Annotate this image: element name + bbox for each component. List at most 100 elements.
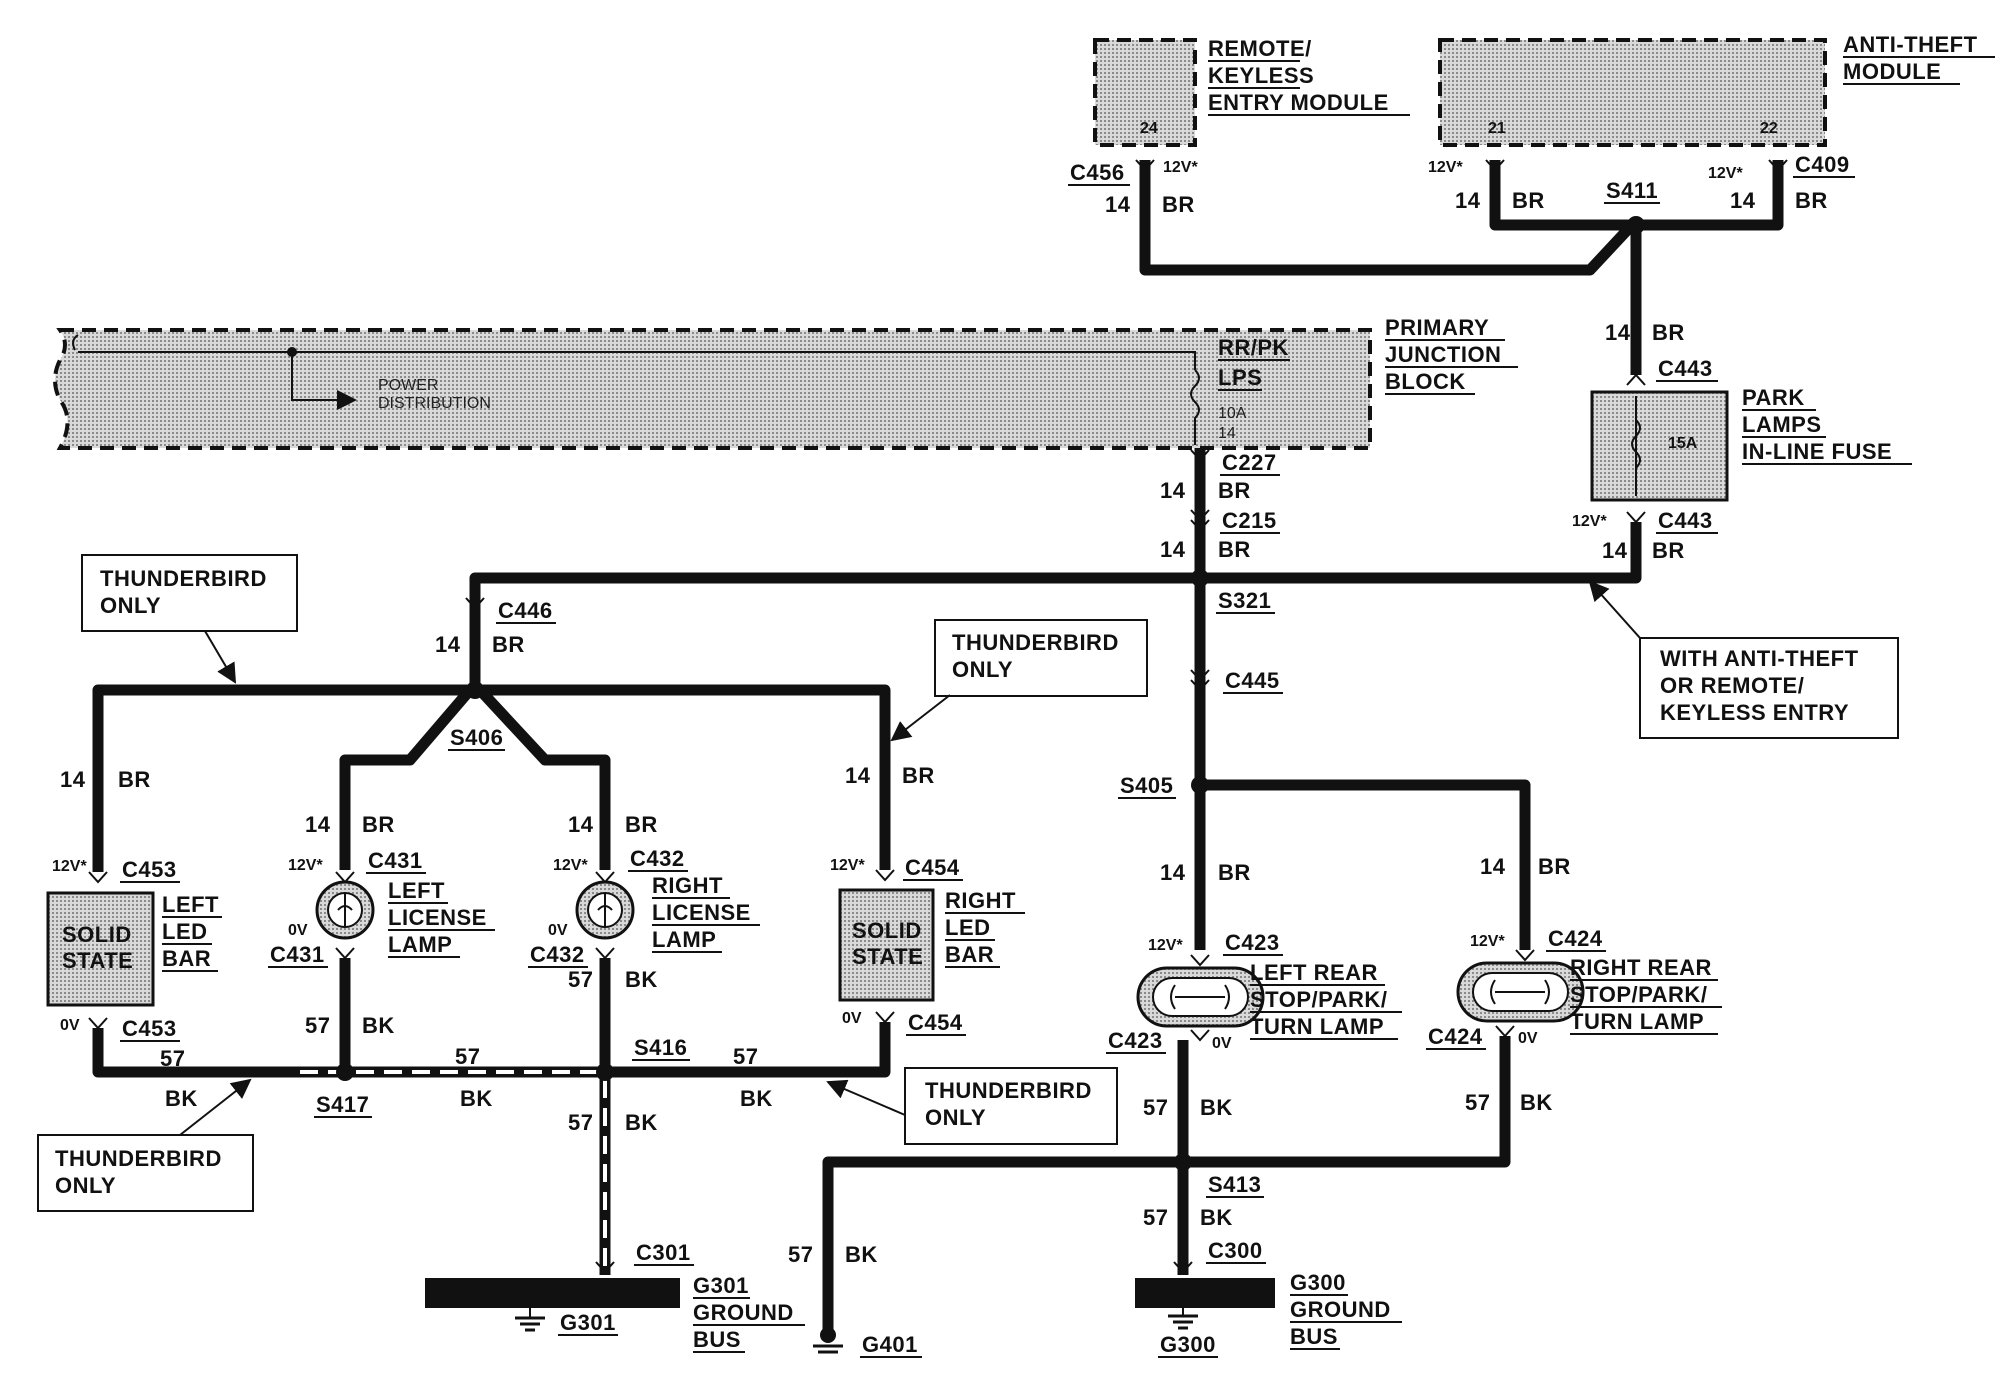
label-connectors-c456: C456 bbox=[1070, 160, 1125, 185]
label-modules-pjb-fuse_rating: 10A bbox=[1218, 405, 1247, 422]
note-thunderbird-1: THUNDERBIRD ONLY bbox=[81, 554, 298, 684]
wire-right-rear-ground bbox=[1183, 1036, 1511, 1168]
label-notes-tb2-0: THUNDERBIRD bbox=[952, 630, 1119, 655]
label-wires-br: BR bbox=[625, 812, 658, 837]
wire-left-led-ground bbox=[92, 1028, 300, 1078]
label-notes-tb1-1: ONLY bbox=[100, 593, 161, 618]
label-wires-br: BR bbox=[1795, 188, 1828, 213]
label-modules-pjb-lines-1: JUNCTION bbox=[1385, 342, 1501, 367]
label-wires-gauge14: 14 bbox=[1605, 320, 1631, 345]
label-wires-gauge14: 14 bbox=[1730, 188, 1756, 213]
label-grounds-g300-lines-0: G300 bbox=[1290, 1270, 1346, 1295]
label-wires-gauge14: 14 bbox=[60, 767, 86, 792]
label-connectors-c300: C300 bbox=[1208, 1238, 1263, 1263]
label-components-left_led-lines-1: LED bbox=[162, 919, 208, 944]
label-components-left_led-body-0: SOLID bbox=[62, 922, 132, 947]
label-wires-bk: BK bbox=[1200, 1095, 1233, 1120]
note-thunderbird-4: THUNDERBIRD ONLY bbox=[826, 1067, 1118, 1145]
remote-keyless-entry-module: 24 REMOTE/ KEYLESS ENTRY MODULE bbox=[1093, 36, 1410, 147]
label-components-right_license-lines-0: RIGHT bbox=[652, 873, 723, 898]
label-wires-br: BR bbox=[1512, 188, 1545, 213]
label-components-right_rear-lines-0: RIGHT REAR bbox=[1570, 955, 1712, 980]
splice-s417 bbox=[336, 1063, 354, 1081]
label-modules-pjb-fuse_pin: 14 bbox=[1218, 425, 1236, 442]
left-rear-stop-park-turn-lamp: LEFT REAR STOP/PARK/ TURN LAMP bbox=[1136, 960, 1402, 1040]
label-components-right_led-body-1: STATE bbox=[852, 944, 923, 969]
label-components-left_led-lines-0: LEFT bbox=[162, 892, 219, 917]
note-anti-theft: WITH ANTI-THEFT OR REMOTE/ KEYLESS ENTRY bbox=[1588, 580, 1899, 739]
label-connectors-c409: C409 bbox=[1795, 152, 1850, 177]
label-notes-antitheft-1: OR REMOTE/ bbox=[1660, 673, 1804, 698]
label-wires-br: BR bbox=[1538, 854, 1571, 879]
wire-tb-ground-bus bbox=[300, 1022, 891, 1078]
label-wires-gauge57: 57 bbox=[1465, 1090, 1490, 1115]
label-notes-tb4-0: THUNDERBIRD bbox=[925, 1078, 1092, 1103]
label-connectors-c443a: C443 bbox=[1658, 356, 1713, 381]
label-notes-antitheft-0: WITH ANTI-THEFT bbox=[1660, 646, 1859, 671]
label-connectors-s321: S321 bbox=[1218, 588, 1271, 613]
wire-left-license-feed bbox=[339, 686, 475, 870]
wire-s413-to-g401 bbox=[822, 1156, 1183, 1332]
label-connectors-c431b: C431 bbox=[270, 942, 325, 967]
label-wires-br: BR bbox=[1218, 478, 1251, 503]
label-connectors-s416: S416 bbox=[634, 1035, 687, 1060]
label-connectors-c431a: C431 bbox=[368, 848, 423, 873]
label-connectors-s406: S406 bbox=[450, 725, 503, 750]
label-wires-br: BR bbox=[118, 767, 151, 792]
label-wires-v12: 12V* bbox=[1428, 159, 1463, 176]
label-wires-v0: 0V bbox=[1212, 1035, 1232, 1052]
label-wires-gauge14: 14 bbox=[568, 812, 594, 837]
label-wires-v12: 12V* bbox=[1572, 513, 1607, 530]
label-wires-gauge14: 14 bbox=[1602, 538, 1628, 563]
label-wires-v12: 12V* bbox=[553, 857, 588, 874]
anti-theft-module: 21 22 ANTI-THEFT MODULE bbox=[1438, 32, 1995, 147]
label-grounds-g301-lines-1: GROUND bbox=[693, 1300, 794, 1325]
label-wires-gauge14: 14 bbox=[305, 812, 331, 837]
label-wires-gauge14: 14 bbox=[1160, 478, 1186, 503]
label-modules-inline_fuse-lines-1: LAMPS bbox=[1742, 412, 1822, 437]
label-connectors-c227: C227 bbox=[1222, 450, 1277, 475]
label-wires-gauge57: 57 bbox=[455, 1044, 480, 1069]
label-wires-bk: BK bbox=[845, 1242, 878, 1267]
label-components-left_rear-lines-2: TURN LAMP bbox=[1250, 1014, 1384, 1039]
label-wires-v0: 0V bbox=[60, 1017, 80, 1034]
left-license-lamp: LEFT LICENSE LAMP bbox=[315, 878, 495, 958]
right-led-bar: SOLID STATE RIGHT LED BAR bbox=[838, 888, 1025, 1002]
label-wires-v12: 12V* bbox=[830, 857, 865, 874]
label-wires-gauge14: 14 bbox=[1105, 192, 1131, 217]
label-components-right_led-lines-2: BAR bbox=[945, 942, 994, 967]
label-components-left_license-lines-0: LEFT bbox=[388, 878, 445, 903]
label-modules-rke-lines-2: ENTRY MODULE bbox=[1208, 90, 1389, 115]
label-wires-gauge14: 14 bbox=[1160, 537, 1186, 562]
label-wires-gauge57: 57 bbox=[733, 1044, 758, 1069]
label-wires-v0: 0V bbox=[842, 1010, 862, 1027]
label-connectors-s405: S405 bbox=[1120, 773, 1173, 798]
label-wires-gauge57: 57 bbox=[1143, 1095, 1168, 1120]
label-components-right_led-body-0: SOLID bbox=[852, 918, 922, 943]
label-connectors-c453b: C453 bbox=[122, 1016, 177, 1041]
label-wires-bk: BK bbox=[1200, 1205, 1233, 1230]
label-wires-bk: BK bbox=[1520, 1090, 1553, 1115]
left-led-bar: SOLID STATE LEFT LED BAR bbox=[46, 891, 222, 1007]
splice-s416 bbox=[596, 1063, 614, 1081]
label-wires-v12: 12V* bbox=[288, 857, 323, 874]
label-wires-bk: BK bbox=[625, 1110, 658, 1135]
label-connectors-c423b: C423 bbox=[1108, 1028, 1163, 1053]
label-wires-v0: 0V bbox=[548, 922, 568, 939]
label-modules-pjb-circuit: RR/PK bbox=[1218, 335, 1289, 360]
label-wires-v12: 12V* bbox=[1470, 933, 1505, 950]
label-connectors-c445: C445 bbox=[1225, 668, 1280, 693]
label-wires-br: BR bbox=[1218, 860, 1251, 885]
splice-s413 bbox=[1174, 1153, 1192, 1171]
label-grounds-g301-name: G301 bbox=[560, 1310, 616, 1335]
label-notes-tb3-0: THUNDERBIRD bbox=[55, 1146, 222, 1171]
label-modules-rke-lines-0: REMOTE/ bbox=[1208, 36, 1312, 61]
label-wires-gauge57: 57 bbox=[305, 1013, 330, 1038]
label-notes-tb1-0: THUNDERBIRD bbox=[100, 566, 267, 591]
label-connectors-c454a: C454 bbox=[905, 855, 960, 880]
label-components-left_rear-lines-1: STOP/PARK/ bbox=[1250, 987, 1387, 1012]
label-wires-v12: 12V* bbox=[52, 858, 87, 875]
label-notes-tb4-1: ONLY bbox=[925, 1105, 986, 1130]
